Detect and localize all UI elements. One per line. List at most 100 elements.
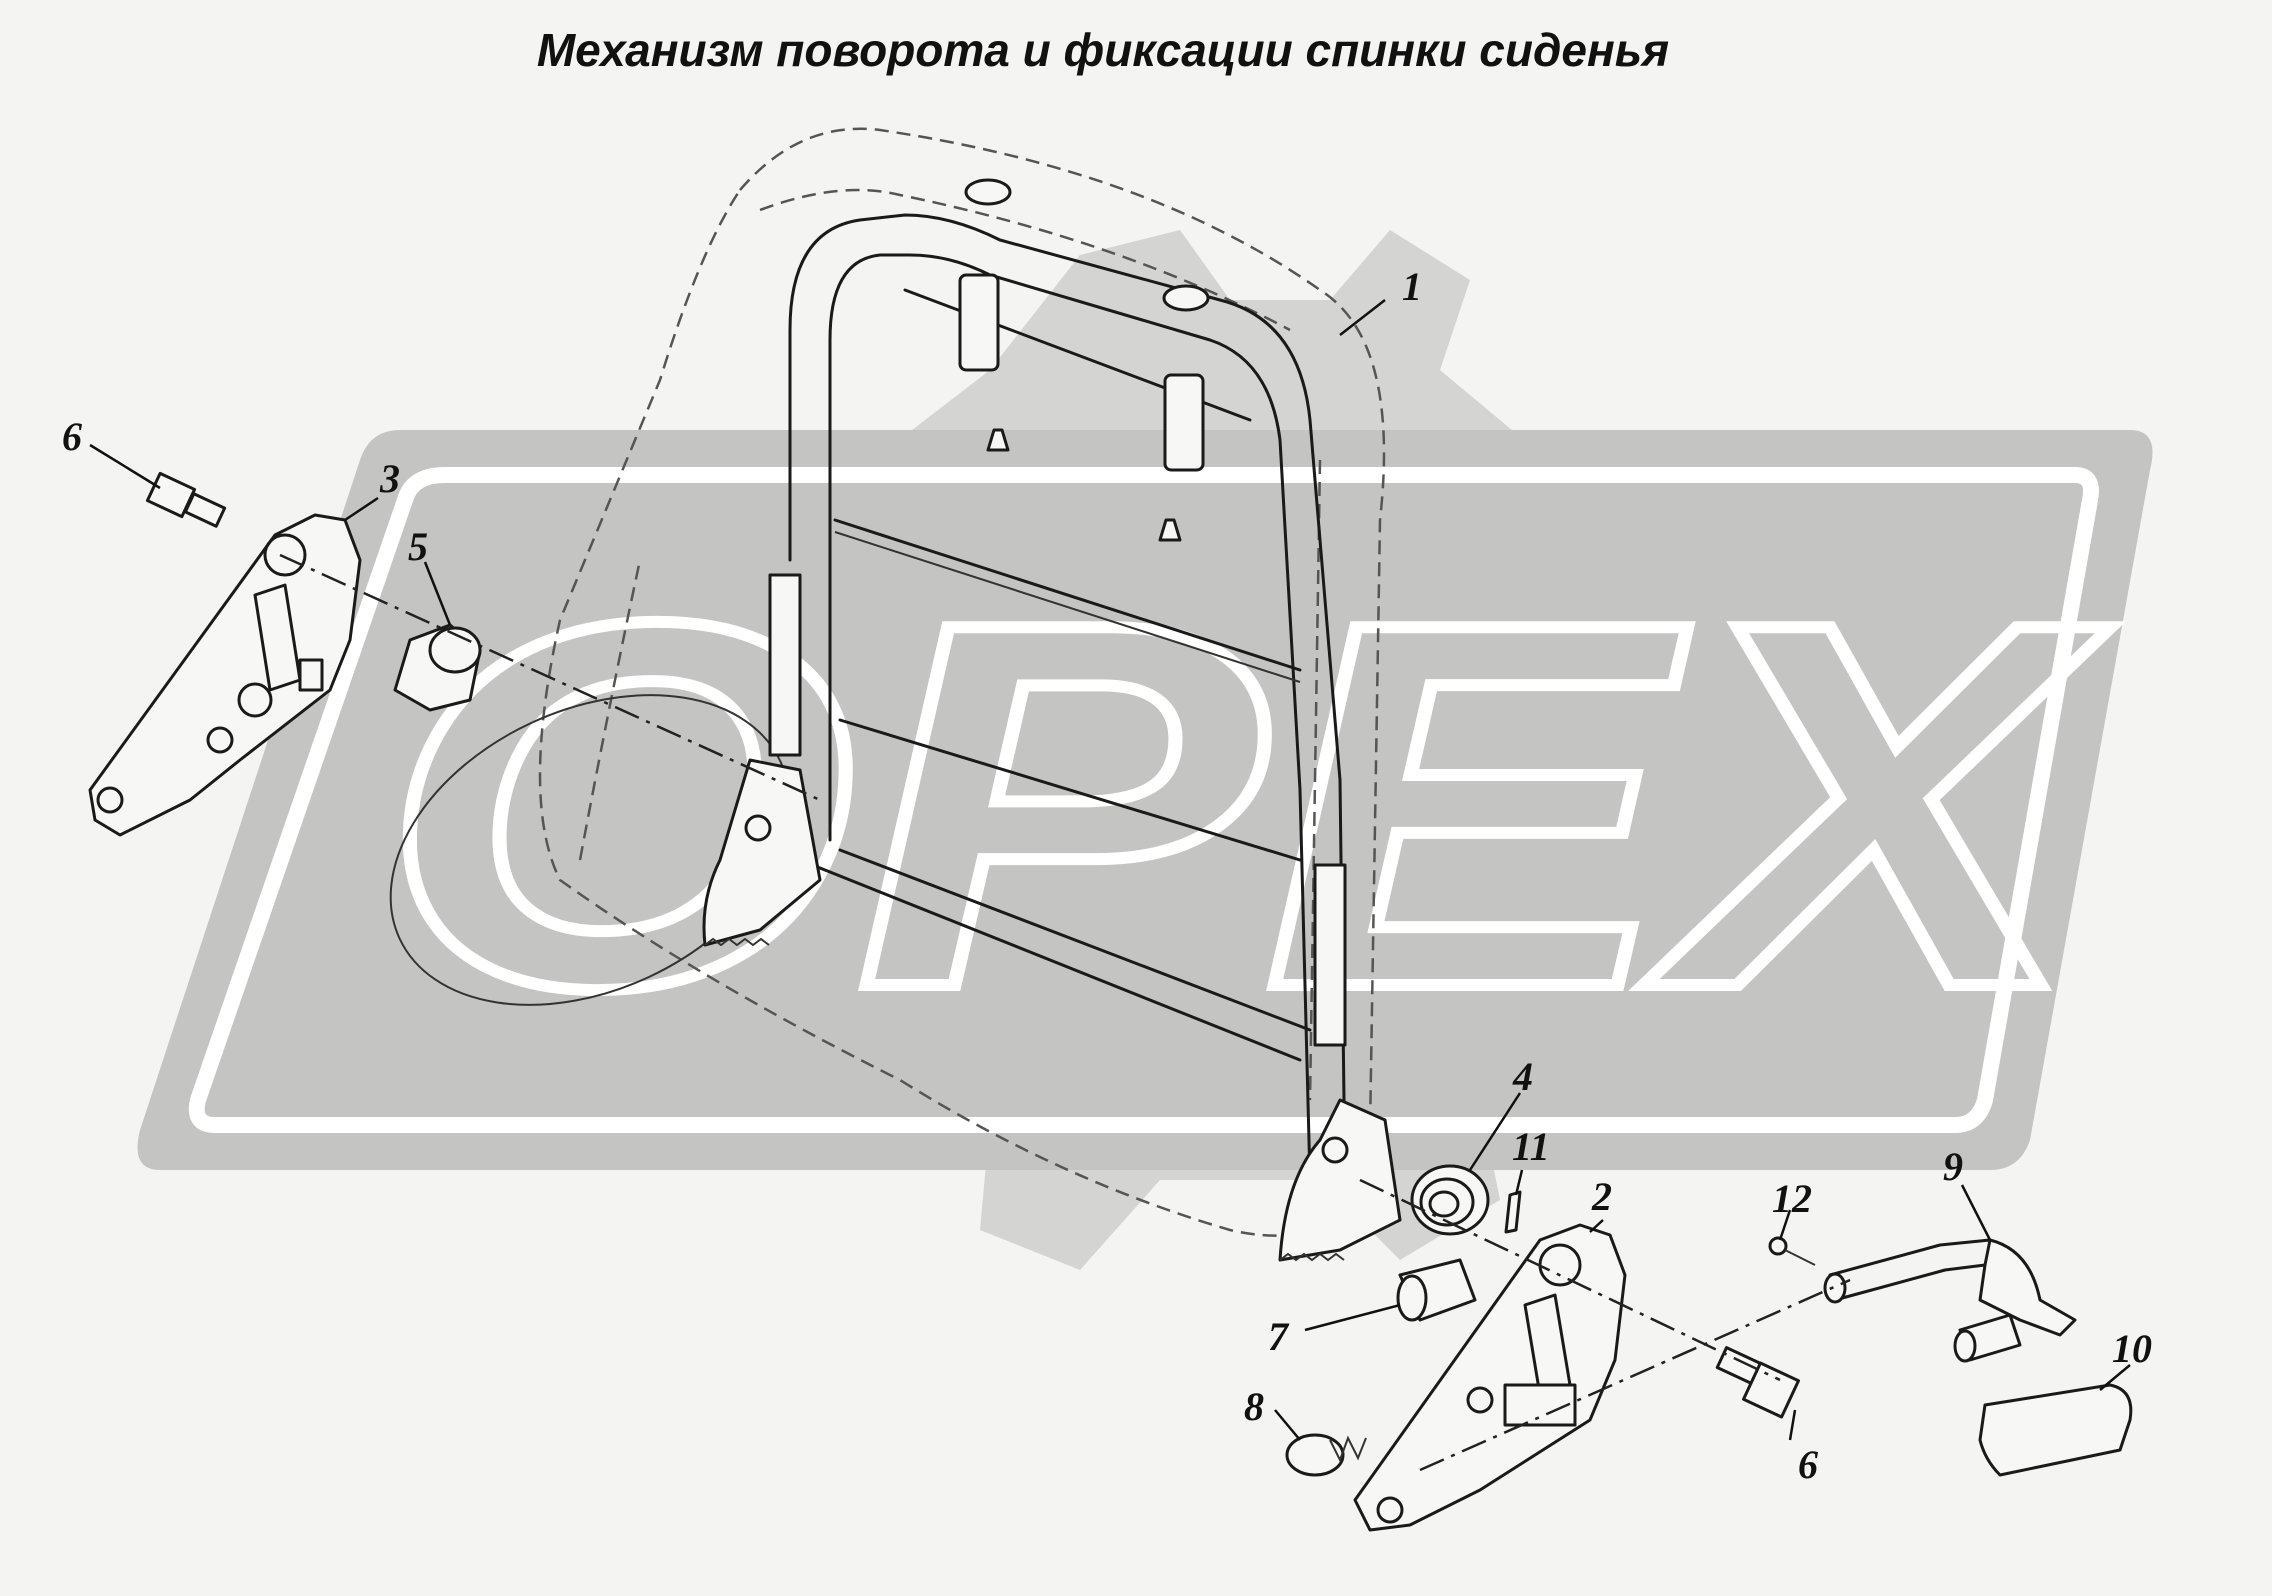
seat-back-frame [702, 178, 1402, 1262]
seat-back-cushion [538, 127, 1386, 1237]
frame-slat-2 [833, 518, 1302, 672]
left-hinge-slot [253, 583, 302, 692]
leader-lines [89, 299, 2131, 1441]
left-hinge-hole-c [96, 786, 124, 814]
sector-left-pivot [744, 814, 772, 842]
frame-strap-left [768, 573, 802, 757]
lever-arm-end [1953, 1329, 1977, 1363]
assembly-axis-right [1359, 1178, 1781, 1382]
lever-rod [1828, 1238, 1992, 1277]
callout-10: 10 [2112, 1326, 2152, 1371]
right-hinge-hole-a [1466, 1386, 1494, 1414]
leader-4 [1468, 1092, 1522, 1171]
left-hinge-pivot-hole [263, 533, 307, 577]
handle-grip [1978, 1383, 2133, 1477]
leader-6b [1788, 1409, 1797, 1441]
callout-5: 5 [408, 524, 428, 569]
frame-strap-right [1313, 863, 1347, 1047]
left-hinge-hole-b [206, 726, 234, 754]
spiral-spring [1410, 1164, 1490, 1236]
screw [1768, 1236, 1816, 1266]
frame-tube-outer [788, 213, 1347, 1182]
callout-2: 2 [1591, 1174, 1612, 1219]
left-hinge-boss [298, 658, 324, 692]
callout-7: 7 [1268, 1314, 1290, 1359]
spring-mid [1419, 1177, 1475, 1227]
callout-3: 3 [379, 456, 400, 501]
assembly-axis-lever [1419, 1278, 1851, 1472]
frame-nub-2 [1158, 518, 1182, 542]
callout-labels: 1 2 3 4 5 6 6 7 8 9 10 11 12 [62, 264, 2152, 1487]
bushing-end [1396, 1274, 1428, 1322]
spring-nut-body [1285, 1433, 1345, 1477]
right-hinge-bracket [1353, 1223, 1627, 1532]
pin [1504, 1190, 1522, 1234]
callout-1: 1 [1402, 264, 1422, 309]
frame-clip-upper-right [1163, 373, 1205, 472]
watermark: OPEX [137, 230, 2153, 1270]
watermark-band-outline [188, 467, 2099, 1133]
sector-left-teeth [704, 937, 770, 947]
leader-9 [1960, 1184, 1992, 1241]
frame-cap-top-right [1162, 284, 1210, 312]
spring-nut-coils [1329, 1435, 1367, 1463]
bushing [1396, 1258, 1477, 1322]
leader-3 [344, 496, 379, 522]
frame-slat-4 [838, 848, 1312, 1032]
sector-right-pivot [1321, 1136, 1349, 1164]
lever-handle [1978, 1238, 2077, 1337]
left-hinge-plate [88, 513, 362, 837]
leader-1 [1339, 299, 1386, 336]
spring-inner [1428, 1190, 1460, 1218]
frame-clip-upper-left [958, 273, 1000, 372]
seat-cushion-ellipse [389, 694, 791, 1006]
frame-nub-1 [986, 428, 1010, 452]
watermark-band [137, 430, 2153, 1170]
bolt-right [1715, 1346, 1800, 1419]
screw-head [1768, 1236, 1788, 1256]
callout-6-left: 6 [62, 414, 82, 459]
seat-cushion-outline [389, 127, 1386, 1237]
left-hinge-hole-a [237, 682, 273, 718]
leader-12 [1778, 1209, 1792, 1241]
callout-6-right: 6 [1798, 1442, 1818, 1487]
sector-left-toothed [702, 758, 822, 947]
frame-slat-2b [834, 531, 1301, 683]
spring-nut [1285, 1433, 1367, 1477]
frame-tube-inner [828, 253, 1312, 1182]
bolt-left [145, 471, 227, 528]
frame-bottom-bar [798, 858, 1302, 1062]
watermark-text: OPEX [380, 515, 2112, 1096]
callout-12: 12 [1772, 1176, 1812, 1221]
assembly-axis-left [279, 553, 821, 802]
callout-8: 8 [1244, 1384, 1264, 1429]
leader-10 [2099, 1364, 2131, 1391]
leader-5 [423, 561, 452, 626]
bolt-left-shank [183, 492, 227, 528]
bolt-right-head [1742, 1361, 1800, 1419]
seat-back-cushion-edge [578, 188, 1322, 1101]
lever-rod-lower [1833, 1263, 1987, 1302]
leader-2 [1589, 1219, 1604, 1233]
screw-shank [1784, 1249, 1816, 1266]
release-lever [1823, 1238, 2077, 1363]
right-hinge-boss [1503, 1383, 1577, 1427]
callout-4: 4 [1512, 1054, 1533, 1099]
lever-rod-end [1823, 1272, 1847, 1304]
frame-cap-top-left [964, 178, 1012, 206]
left-hinge-bracket [88, 513, 362, 837]
sector-right-teeth [1279, 1252, 1345, 1262]
leader-11 [1514, 1169, 1524, 1196]
leader-6a [89, 443, 161, 490]
right-hinge-plate [1353, 1223, 1627, 1532]
callout-9: 9 [1943, 1144, 1963, 1189]
sector-right-toothed [1278, 1098, 1402, 1262]
callout-11: 11 [1512, 1124, 1550, 1169]
leader-8 [1274, 1409, 1301, 1441]
frame-slat-3 [838, 718, 1302, 862]
diagram-title: Механизм поворота и фиксации спинки сиде… [537, 24, 1669, 76]
right-hinge-hole-b [1376, 1496, 1404, 1524]
leader-7 [1304, 1303, 1401, 1332]
